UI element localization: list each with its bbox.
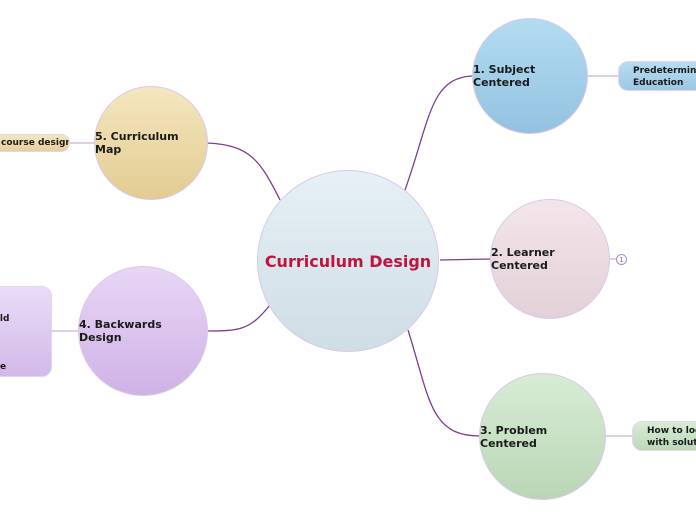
subtopic-problem-solutions[interactable]: How to look with solutio bbox=[632, 421, 696, 451]
topic-subject-centered[interactable]: 1. Subject Centered bbox=[472, 18, 588, 134]
notes-count-badge[interactable]: 1 bbox=[616, 254, 627, 265]
subtopic-predetermined-education[interactable]: Predetermined Education bbox=[618, 61, 696, 91]
topic-backwards-design[interactable]: 4. Backwards Design bbox=[78, 266, 208, 396]
topic-problem-centered[interactable]: 3. Problem Centered bbox=[479, 373, 606, 500]
central-topic[interactable]: Curriculum Design bbox=[257, 170, 439, 352]
topic-learner-centered[interactable]: 2. Learner Centered bbox=[490, 199, 610, 319]
subtopic-backwards-design-note[interactable]: to ould t? s, edge bbox=[0, 286, 52, 377]
subtopic-course-design[interactable]: course design bbox=[0, 134, 70, 152]
topic-curriculum-map[interactable]: 5. Curriculum Map bbox=[94, 86, 208, 200]
